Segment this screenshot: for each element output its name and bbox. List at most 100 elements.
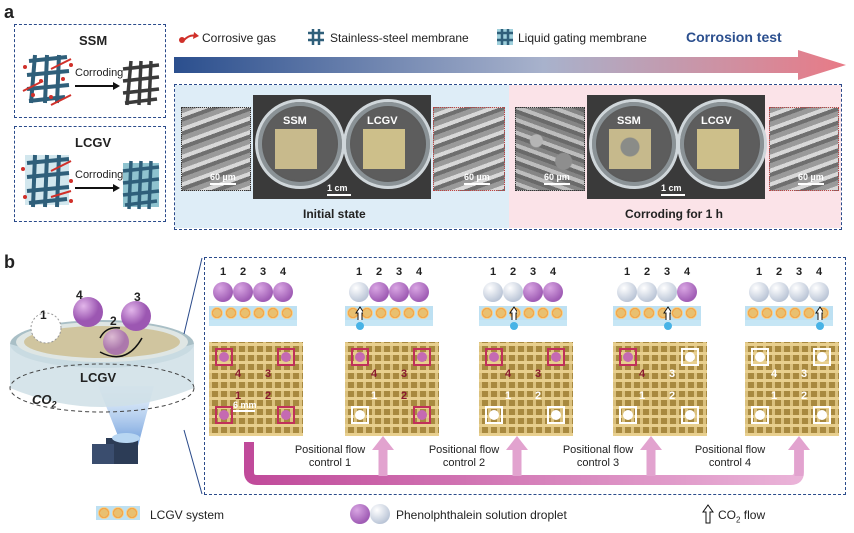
droplet-spot — [219, 352, 229, 362]
droplet-position-marker — [751, 406, 769, 424]
corrosion-test-arrow — [174, 50, 846, 80]
lcgv-membrane — [209, 306, 297, 320]
co2-flow-arrow-icon — [663, 306, 671, 320]
droplet-spot — [551, 352, 561, 362]
dish-lcgv-corroded — [677, 99, 767, 189]
purple-droplet — [409, 282, 429, 302]
grid-number-label: 3 — [669, 368, 676, 380]
co2-drip — [664, 322, 672, 330]
droplet-spot — [489, 352, 499, 362]
droplet-position-marker — [751, 348, 769, 366]
lcgv-schematic-box: LCGV Corroding — [14, 126, 166, 222]
stage-top-number: 1 — [219, 266, 227, 278]
co2-flow-arrow-icon — [509, 306, 517, 320]
grid-number-label: 4 — [235, 368, 242, 380]
grid-number-label: 2 — [535, 390, 542, 402]
sem-ssm-corroded: 60 µm — [515, 107, 585, 191]
label-ssm-corroded: SSM — [617, 115, 641, 127]
caption-initial-state: Initial state — [303, 207, 366, 221]
droplet-position-marker — [351, 348, 369, 366]
purple-droplet — [523, 282, 543, 302]
legend-purple-droplet-icon — [350, 504, 370, 524]
white-droplet — [789, 282, 809, 302]
lcgv-intact-mesh-icon — [122, 160, 160, 210]
sem-lcgv-corroded: 60 µm — [769, 107, 839, 191]
stage-top-number: 1 — [489, 266, 497, 278]
white-droplet — [809, 282, 829, 302]
grid-number-label: 3 — [535, 368, 542, 380]
scheme-co2-label: CO2 — [32, 392, 57, 410]
membrane-liquid-layer — [345, 320, 433, 326]
scheme-num-1: 1 — [40, 308, 47, 322]
legend-ssm: Stainless-steel membrane — [330, 31, 469, 45]
scale-bar-photo-initial: 1 cm — [327, 183, 351, 196]
purple-droplet — [543, 282, 563, 302]
membrane-liquid-layer — [479, 320, 567, 326]
droplet-spot — [685, 352, 695, 362]
scale-bar-left-initial: 60 µm — [210, 172, 236, 185]
droplet-position-marker — [681, 406, 699, 424]
droplet-position-marker — [277, 406, 295, 424]
legend-lgm: Liquid gating membrane — [518, 31, 647, 45]
grid-number-label: 2 — [265, 390, 272, 402]
stage-top-number: 4 — [815, 266, 823, 278]
stage-top-number: 1 — [623, 266, 631, 278]
ssm-schematic-box: SSM Corroding — [14, 24, 166, 118]
purple-droplet — [389, 282, 409, 302]
droplet-spot — [623, 352, 633, 362]
photo-initial: SSM LCGV 1 cm — [253, 95, 433, 199]
white-droplet — [349, 282, 369, 302]
grid-number-label: 1 — [505, 390, 512, 402]
droplet-spot — [755, 352, 765, 362]
white-droplet — [769, 282, 789, 302]
co2-flow-arrow-icon — [355, 306, 363, 320]
scheme-connector-lines — [183, 257, 203, 495]
grid-number-label: 3 — [401, 368, 408, 380]
stage-top-number: 2 — [375, 266, 383, 278]
grid-number-label: 3 — [801, 368, 808, 380]
coupon-lcgv-corroded — [697, 129, 739, 169]
stage-top-number: 3 — [259, 266, 267, 278]
label-lcgv-corroded: LCGV — [701, 115, 732, 127]
panel-a-letter: a — [4, 2, 15, 22]
coupon-lcgv-initial — [363, 129, 405, 169]
stage-top-number: 2 — [775, 266, 783, 278]
lcgv-membrane — [745, 306, 833, 320]
purple-droplet — [369, 282, 389, 302]
lcgv-membrane — [613, 306, 701, 320]
scale-bar-right-initial: 60 µm — [464, 172, 490, 185]
coupon-ssm-initial — [275, 129, 317, 169]
grid-number-label: 2 — [401, 390, 408, 402]
grid-number-label: 2 — [801, 390, 808, 402]
scheme-num-2: 2 — [110, 314, 117, 328]
droplet-position-marker — [813, 348, 831, 366]
ssm-mesh-icon — [22, 54, 73, 106]
stage-top-number: 4 — [549, 266, 557, 278]
grid-number-label: 4 — [505, 368, 512, 380]
panel-b-letter: b — [4, 252, 15, 272]
droplet-position-marker — [413, 406, 431, 424]
grid-number-label: 1 — [235, 390, 242, 402]
droplet-spot — [551, 410, 561, 420]
stage-top-number: 4 — [415, 266, 423, 278]
droplet-spot — [755, 410, 765, 420]
droplet-position-marker — [215, 348, 233, 366]
droplet-position-marker — [547, 406, 565, 424]
grid-scale-bar: 6 mm — [233, 400, 257, 412]
legend-white-droplet-icon — [370, 504, 390, 524]
droplet-spot — [817, 410, 827, 420]
droplet-position-marker — [619, 406, 637, 424]
purple-droplet — [213, 282, 233, 302]
scale-bar-left-corroded: 60 µm — [544, 172, 570, 185]
sem-ssm-initial: 60 µm — [181, 107, 251, 191]
purple-droplet — [677, 282, 697, 302]
droplet-position-marker — [277, 348, 295, 366]
